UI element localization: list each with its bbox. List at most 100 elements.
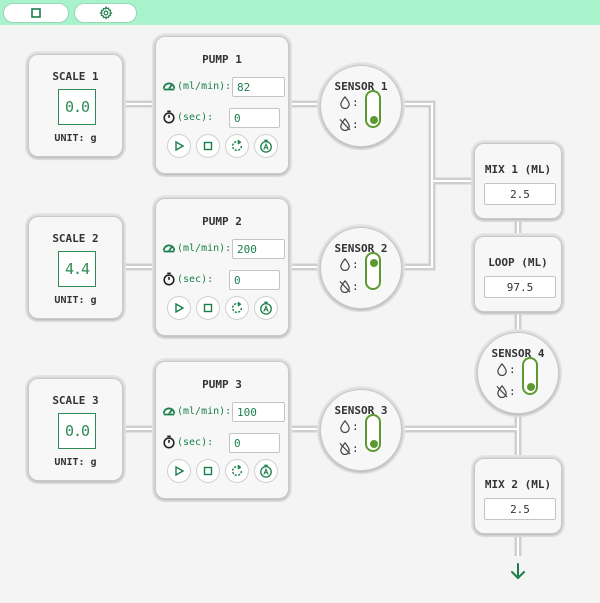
speedometer-icon xyxy=(162,407,176,416)
duration-label: (sec): xyxy=(177,436,214,448)
mix-volume-display: 97.5 xyxy=(484,276,556,298)
arrow-down-icon xyxy=(511,563,525,579)
no-water-icon xyxy=(339,118,351,131)
pump-1-card: PUMP 1 (ml/min): 82 (sec): 0 xyxy=(155,36,289,174)
water-drop-icon xyxy=(497,363,507,376)
sensor-title: SENSOR 4 xyxy=(491,347,545,360)
play-button[interactable] xyxy=(167,296,191,320)
speedometer-icon xyxy=(162,244,176,253)
sensor-colon: : xyxy=(352,258,359,271)
play-icon xyxy=(175,141,184,151)
toggle-knob xyxy=(527,383,535,391)
sensor-colon: : xyxy=(509,363,516,376)
sensor-colon: : xyxy=(352,118,359,131)
scale-unit: UNIT: g xyxy=(54,457,97,468)
mix-title: LOOP (ML) xyxy=(488,256,548,269)
refill-button[interactable] xyxy=(225,459,249,483)
loop-card: LOOP (ML) 97.5 xyxy=(474,236,562,312)
water-drop-icon xyxy=(340,96,350,109)
sensor-colon: : xyxy=(352,280,359,293)
top-toolbar xyxy=(0,0,600,25)
speedometer-icon xyxy=(162,82,176,91)
sensor-colon: : xyxy=(509,385,516,398)
auto-timer-icon xyxy=(260,464,272,478)
mix-title: MIX 2 (ML) xyxy=(484,478,552,491)
scale-3-card: SCALE 3 0.0 UNIT: g xyxy=(28,378,123,481)
scale-1-card: SCALE 1 0.0 UNIT: g xyxy=(28,54,123,157)
stop-icon xyxy=(203,303,213,313)
flow-rate-input[interactable]: 100 xyxy=(232,402,285,422)
auto-button[interactable] xyxy=(254,459,278,483)
stop-button[interactable] xyxy=(196,459,220,483)
toggle-knob xyxy=(370,116,378,124)
auto-button[interactable] xyxy=(254,134,278,158)
play-button[interactable] xyxy=(167,459,191,483)
duration-input[interactable]: 0 xyxy=(229,108,280,128)
duration-input[interactable]: 0 xyxy=(229,433,280,453)
water-drop-icon xyxy=(340,420,350,433)
sensor-title: SENSOR 2 xyxy=(334,242,388,255)
stop-all-button[interactable] xyxy=(3,3,69,23)
pump-2-card: PUMP 2 (ml/min): 200 (sec): 0 xyxy=(155,198,289,336)
scale-title: SCALE 3 xyxy=(52,394,99,407)
no-water-icon xyxy=(339,280,351,293)
toggle-knob xyxy=(370,259,378,267)
refill-button[interactable] xyxy=(225,134,249,158)
duration-label: (sec): xyxy=(177,273,214,285)
mix-1-card: MIX 1 (ML) 2.5 xyxy=(474,143,562,219)
duration-row: (sec): xyxy=(162,110,213,124)
stopwatch-icon xyxy=(163,272,175,286)
duration-label: (sec): xyxy=(177,111,214,123)
settings-button[interactable] xyxy=(74,3,137,23)
pump-3-card: PUMP 3 (ml/min): 100 (sec): 0 xyxy=(155,361,289,499)
sensor-state-toggle[interactable] xyxy=(522,357,538,395)
rotate-icon xyxy=(231,139,243,152)
scale-unit: UNIT: g xyxy=(54,133,97,144)
scale-2-card: SCALE 2 4.4 UNIT: g xyxy=(28,216,123,319)
play-button[interactable] xyxy=(167,134,191,158)
auto-timer-icon xyxy=(260,139,272,153)
sensor-colon: : xyxy=(352,96,359,109)
stopwatch-icon xyxy=(163,435,175,449)
scale-title: SCALE 1 xyxy=(52,70,99,83)
mix-title: MIX 1 (ML) xyxy=(484,163,552,176)
sensor-title: SENSOR 3 xyxy=(334,404,388,417)
flow-rate-label: (ml/min): xyxy=(177,405,232,417)
flow-rate-row: (ml/min): xyxy=(162,241,231,255)
pump-title: PUMP 1 xyxy=(202,53,242,66)
stop-icon xyxy=(203,466,213,476)
mix-2-card: MIX 2 (ML) 2.5 xyxy=(474,458,562,534)
sensor-title: SENSOR 1 xyxy=(334,80,388,93)
flow-rate-label: (ml/min): xyxy=(177,80,232,92)
duration-input[interactable]: 0 xyxy=(229,270,280,290)
play-icon xyxy=(175,303,184,313)
sensor-1: SENSOR 1 : : xyxy=(320,65,402,147)
auto-button[interactable] xyxy=(254,296,278,320)
toggle-knob xyxy=(370,440,378,448)
sensor-state-toggle[interactable] xyxy=(365,252,381,290)
refill-button[interactable] xyxy=(225,296,249,320)
mix-volume-display: 2.5 xyxy=(484,498,556,520)
sensor-state-toggle[interactable] xyxy=(365,90,381,128)
gear-icon xyxy=(98,6,113,20)
stop-icon xyxy=(203,141,213,151)
scale-display: 0.0 xyxy=(58,89,96,125)
scale-display: 4.4 xyxy=(58,251,96,287)
stop-button[interactable] xyxy=(196,296,220,320)
pump-title: PUMP 2 xyxy=(202,215,242,228)
sensor-2: SENSOR 2 : : xyxy=(320,227,402,309)
flow-rate-input[interactable]: 200 xyxy=(232,239,285,259)
flow-rate-label: (ml/min): xyxy=(177,242,232,254)
duration-row: (sec): xyxy=(162,435,213,449)
flow-rate-row: (ml/min): xyxy=(162,79,231,93)
flow-rate-input[interactable]: 82 xyxy=(232,77,285,97)
scale-title: SCALE 2 xyxy=(52,232,99,245)
stop-button[interactable] xyxy=(196,134,220,158)
sensor-state-toggle[interactable] xyxy=(365,414,381,452)
flow-rate-row: (ml/min): xyxy=(162,404,231,418)
rotate-icon xyxy=(231,301,243,314)
rotate-icon xyxy=(231,464,243,477)
no-water-icon xyxy=(496,385,508,398)
sensor-colon: : xyxy=(352,442,359,455)
stopwatch-icon xyxy=(163,110,175,124)
